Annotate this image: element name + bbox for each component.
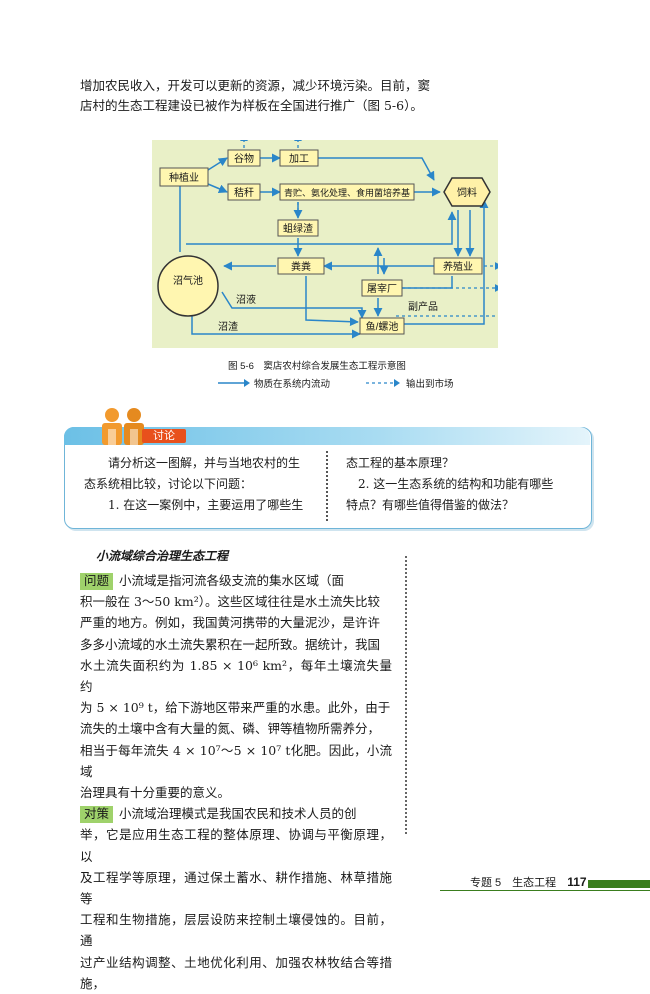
- body-line: 为 5 × 10⁹ t，给下游地区带来严重的水患。此外，由于: [80, 700, 391, 716]
- margin-dotted-rule: [405, 556, 407, 834]
- ecosystem-diagram: 种植业 谷物 加工 秸秆 青贮、氨化处理、食用菌培养基 饲料 蛆绿渣 粪粪 沼气…: [152, 140, 498, 348]
- market-arrows: [240, 140, 498, 317]
- footer-rule: [440, 890, 650, 891]
- section-title: 小流域综合治理生态工程: [96, 549, 229, 563]
- legend-solid-label: 物质在系统内流动: [254, 379, 331, 390]
- footer-bar: [588, 880, 650, 888]
- body-line: 水土流失面积约为 1.85 × 10⁶ km²，每年土壤流失量约: [80, 657, 392, 695]
- discussion-tag: 讨论: [142, 429, 186, 443]
- body-line: 积一般在 3～50 km²）。这些区域往往是水土流失比较: [80, 594, 380, 610]
- body-line: 多多小流域的水土流失累积在一起所致。据统计，我国: [80, 636, 381, 652]
- body-line: 举，它是应用生态工程的整体原理、协调与平衡原理，以: [80, 827, 392, 864]
- problem-tag: 问题: [80, 573, 114, 590]
- discussion-line: 特点？有哪些值得借鉴的做法？: [346, 498, 515, 512]
- node-fenni: 粪粪: [291, 260, 311, 273]
- body-line: 治理具有十分重要的意义。: [80, 785, 231, 801]
- intro-paragraph: 增加农民收入，开发可以更新的资源，减少环境污染。目前，窦 店村的生态工程建设已被…: [80, 76, 510, 116]
- node-jiegan: 秸秆: [234, 186, 254, 199]
- node-zhaoqichi: 沼气池: [173, 274, 203, 287]
- discussion-line: 请分析这一图解，并与当地农村的生: [108, 456, 301, 470]
- legend-svg: [218, 379, 400, 387]
- body-line: 小流域治理模式是我国农民和技术人员的创: [119, 806, 357, 822]
- node-zhaoye: 沼液: [236, 293, 256, 306]
- body-line: 严重的地方。例如，我国黄河携带的大量泥沙，是许许: [80, 615, 381, 631]
- discussion-line: 2. 这一生态系统的结构和功能有哪些: [358, 477, 554, 491]
- body-line: 小流域是指河流各级支流的集水区域（面: [119, 573, 345, 588]
- diagram-labels: 种植业 谷物 加工 秸秆 青贮、氨化处理、食用菌培养基 饲料 蛆绿渣 粪粪 沼气…: [169, 152, 477, 333]
- discussion-line: 态系统相比较，讨论以下问题：: [84, 477, 253, 491]
- discussion-line: 1. 在这一案例中，主要运用了哪些生: [108, 498, 304, 512]
- diagram-legend: 物质在系统内流动 输出到市场: [218, 376, 518, 390]
- node-zhaozha: 沼渣: [218, 320, 238, 333]
- node-shengluzha: 蛆绿渣: [283, 222, 313, 235]
- solution-tag: 对策: [80, 806, 114, 824]
- body-line: 相当于每年流失 4 × 10⁷～5 × 10⁷ t化肥。因此，小流域: [80, 742, 392, 779]
- discussion-right: 态工程的基本原理？ 2. 这一生态系统的结构和功能有哪些 特点？有哪些值得借鉴的…: [346, 453, 582, 516]
- intro-line: 店村的生态工程建设已被作为样板在全国进行推广（图 5-6）。: [80, 98, 423, 113]
- discussion-banner: [64, 427, 590, 445]
- discussion-line: 态工程的基本原理？: [346, 456, 455, 470]
- node-fuchanpin: 副产品: [408, 300, 438, 313]
- intro-line: 增加农民收入，开发可以更新的资源，减少环境污染。目前，窦: [80, 78, 431, 93]
- footer-label: 专题 5 生态工程: [470, 877, 557, 889]
- discussion-box: 讨论 请分析这一图解，并与当地农村的生 态系统相比较，讨论以下问题： 1. 在这…: [64, 408, 592, 529]
- node-siliao: 饲料: [457, 186, 477, 199]
- node-jiagong: 加工: [289, 153, 309, 165]
- page-number: 117: [567, 875, 587, 889]
- body-line: 过产业结构调整、土地优化利用、加强农林牧结合等措施，: [80, 954, 392, 991]
- discussion-divider: [326, 451, 328, 521]
- node-tuzaichang: 屠宰厂: [367, 282, 397, 295]
- people-icon: [94, 405, 154, 447]
- body-line: 流失的土壤中含有大量的氮、磷、钾等植物所需养分，: [80, 721, 381, 737]
- legend-dashed-label: 输出到市场: [406, 379, 454, 390]
- node-yangzhiye: 养殖业: [443, 260, 473, 273]
- node-zhongzhiye: 种植业: [169, 171, 199, 184]
- diagram-svg: 种植业 谷物 加工 秸秆 青贮、氨化处理、食用菌培养基 饲料 蛆绿渣 粪粪 沼气…: [157, 140, 498, 339]
- section-body: 问题小流域是指河流各级支流的集水区域（面 积一般在 3～50 km²）。这些区域…: [80, 570, 392, 994]
- node-guwu: 谷物: [234, 152, 254, 165]
- figure-caption: 图 5-6 窦店农村综合发展生态工程示意图: [228, 361, 406, 372]
- page-footer: 专题 5 生态工程 117: [470, 874, 587, 890]
- node-qingzhu: 青贮、氨化处理、食用菌培养基: [284, 187, 410, 198]
- discussion-left: 请分析这一图解，并与当地农村的生 态系统相比较，讨论以下问题： 1. 在这一案例…: [84, 453, 320, 516]
- body-line: 及工程学等原理，通过保土蓄水、耕作措施、林草措施等: [80, 869, 392, 907]
- diagram-nodes: [157, 149, 491, 335]
- body-line: 工程和生物措施，层层设防来控制土壤侵蚀的。目前，通: [80, 912, 392, 949]
- node-yuluochi: 鱼/螺池: [366, 320, 399, 333]
